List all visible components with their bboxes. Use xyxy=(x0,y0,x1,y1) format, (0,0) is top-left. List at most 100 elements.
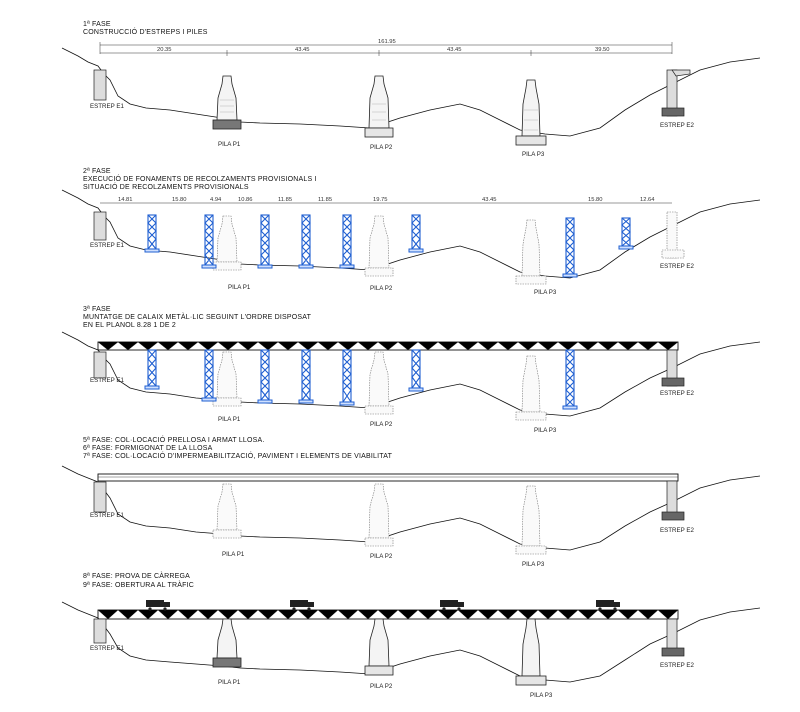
phase-1-title-line-2: CONSTRUCCIÓ D'ESTREPS I PILES xyxy=(83,27,208,36)
provisional-support xyxy=(339,349,355,406)
phase-2-provisional-supports xyxy=(144,214,634,278)
provisional-support xyxy=(144,214,160,253)
phase-2-dim-6: 11.85 xyxy=(318,197,332,203)
phase-4-terrain xyxy=(61,465,761,551)
phase-5-pier-p1 xyxy=(212,618,242,668)
provisional-support xyxy=(562,349,578,410)
phase-3-title-line-3: EN EL PLANOL 8.28 1 DE 2 xyxy=(83,322,176,329)
phase-4: 5ª FASE: COL·LOCACIÓ PRELLOSA I ARMAT LL… xyxy=(61,435,761,568)
phase-2-title-line-2: EXECUCIÓ DE FONAMENTS DE RECOLZAMENTS PR… xyxy=(83,174,317,183)
phase-1-span-dim-2: 43.45 xyxy=(295,47,310,53)
phase-2-label-p3: PILA P3 xyxy=(534,289,557,296)
phase-2-dim-9: 15.80 xyxy=(588,197,603,203)
provisional-support xyxy=(298,214,314,269)
phase-2-label-e1: ESTREP E1 xyxy=(90,242,124,249)
provisional-support xyxy=(339,214,355,269)
phase-3: 3ª FASE MUNTATGE DE CALAIX METÀL·LIC SEG… xyxy=(61,306,761,434)
phase-4-label-p2: PILA P2 xyxy=(370,553,393,560)
phase-4-pier-p3 xyxy=(521,485,541,547)
phase-5-terrain xyxy=(61,601,761,683)
phase-2-label-e2: ESTREP E2 xyxy=(660,263,694,270)
phase-1-abutment-e2 xyxy=(661,69,691,117)
phase-4-pier-p2 xyxy=(368,483,390,539)
phase-1-pier-p1 xyxy=(212,75,242,130)
truck-icon xyxy=(290,600,314,611)
phase-5-label-p2: PILA P2 xyxy=(370,683,393,690)
phase-3-abutment-e1 xyxy=(93,351,107,379)
phase-4-title-line-2: 6ª FASE: FORMIGONAT DE LA LLOSA xyxy=(83,445,213,452)
provisional-support xyxy=(201,349,217,402)
phase-4-label-e1: ESTREP E1 xyxy=(90,512,124,519)
phase-3-label-p1: PILA P1 xyxy=(218,416,241,423)
phase-4-title-line-3: 7ª FASE: COL·LOCACIÓ D'IMPERMEABILITZACI… xyxy=(83,451,393,460)
phase-2-dim-3: 4.94 xyxy=(210,197,222,203)
provisional-support xyxy=(618,217,634,250)
provisional-support xyxy=(562,217,578,278)
phase-2-dim-4: 10.86 xyxy=(238,197,253,203)
phase-4-abutment-e2 xyxy=(661,480,685,521)
phase-3-pier-p3 xyxy=(521,355,541,413)
phase-5-deck xyxy=(97,609,679,620)
phase-2-abutment-e2 xyxy=(661,211,685,259)
phase-5-abutment-e2 xyxy=(661,618,685,657)
phase-5-label-p1: PILA P1 xyxy=(218,679,241,686)
truck-icon xyxy=(596,600,620,611)
truck-icon xyxy=(146,600,170,611)
phase-4-title-line-1: 5ª FASE: COL·LOCACIÓ PRELLOSA I ARMAT LL… xyxy=(83,435,265,444)
provisional-support xyxy=(408,214,424,253)
phase-2-pier-p1 xyxy=(216,215,238,263)
phase-4-deck xyxy=(97,473,679,482)
phase-2-dim-5: 11.85 xyxy=(278,197,292,203)
phase-4-label-e2: ESTREP E2 xyxy=(660,527,694,534)
phase-4-pier-p1 xyxy=(216,483,238,531)
phase-1-total-dim: 161.95 xyxy=(378,39,396,45)
phase-2-dim-10: 12.64 xyxy=(640,197,655,203)
phase-5-title-line-1: 8ª FASE: PROVA DE CÀRREGA xyxy=(83,571,190,580)
phase-2-dim-2: 15.80 xyxy=(172,197,187,203)
phase-1: 1ª FASE CONSTRUCCIÓ D'ESTREPS I PILES 16… xyxy=(61,21,761,158)
phase-3-label-e2: ESTREP E2 xyxy=(660,390,694,397)
phase-3-steel-box-girder xyxy=(97,341,679,351)
phase-2-pier-p3 xyxy=(521,219,541,277)
phase-1-label-e1: ESTREP E1 xyxy=(90,103,124,110)
phase-1-abutment-e1 xyxy=(93,69,107,101)
phase-1-span-dim-1: 20.35 xyxy=(157,47,172,53)
phase-5-title-line-2: 9ª FASE: OBERTURA AL TRÀFIC xyxy=(83,580,194,589)
phase-2: 2ª FASE EXECUCIÓ DE FONAMENTS DE RECOLZA… xyxy=(61,168,761,296)
phase-3-pier-p2 xyxy=(368,351,390,407)
phase-2-abutment-e1 xyxy=(93,211,107,241)
phase-1-label-e2: ESTREP E2 xyxy=(660,122,694,129)
phase-1-pier-p2 xyxy=(364,75,394,138)
phase-2-terrain xyxy=(61,189,761,279)
provisional-support xyxy=(257,214,273,269)
phase-1-terrain xyxy=(61,47,761,137)
phase-4-abutment-e1 xyxy=(93,481,107,513)
phase-3-title-line-2: MUNTATGE DE CALAIX METÀL·LIC SEGUINT L'O… xyxy=(83,312,312,321)
phase-1-pier-p3 xyxy=(515,79,547,146)
phase-1-span-dim-4: 39.50 xyxy=(595,47,610,53)
phase-4-label-p1: PILA P1 xyxy=(222,551,245,558)
phase-5-abutment-e1 xyxy=(93,618,107,644)
phase-2-title-line-1: 2ª FASE xyxy=(83,168,111,175)
provisional-support xyxy=(144,349,160,390)
phase-2-pier-p2 xyxy=(368,215,390,269)
truck-icon xyxy=(440,600,464,611)
phase-1-span-dim-3: 43.45 xyxy=(447,47,462,53)
phase-5: 8ª FASE: PROVA DE CÀRREGA 9ª FASE: OBERT… xyxy=(61,571,761,699)
phase-3-provisional-supports xyxy=(144,349,578,410)
phase-3-pier-p1 xyxy=(216,351,238,399)
phase-3-label-p3: PILA P3 xyxy=(534,427,557,434)
phase-1-label-p2: PILA P2 xyxy=(370,144,393,151)
phase-1-label-p1: PILA P1 xyxy=(218,141,241,148)
phase-2-title-line-3: SITUACIÓ DE RECOLZAMENTS PROVISIONALS xyxy=(83,182,249,191)
phase-1-label-p3: PILA P3 xyxy=(522,151,545,158)
phase-3-label-p2: PILA P2 xyxy=(370,421,393,428)
phase-2-dim-8: 43.45 xyxy=(482,197,497,203)
phase-3-title-line-1: 3ª FASE xyxy=(83,306,111,313)
phase-5-label-p3: PILA P3 xyxy=(530,692,553,699)
provisional-support xyxy=(298,349,314,404)
phase-2-label-p2: PILA P2 xyxy=(370,285,393,292)
provisional-support xyxy=(201,214,217,269)
phase-5-label-e2: ESTREP E2 xyxy=(660,662,694,669)
